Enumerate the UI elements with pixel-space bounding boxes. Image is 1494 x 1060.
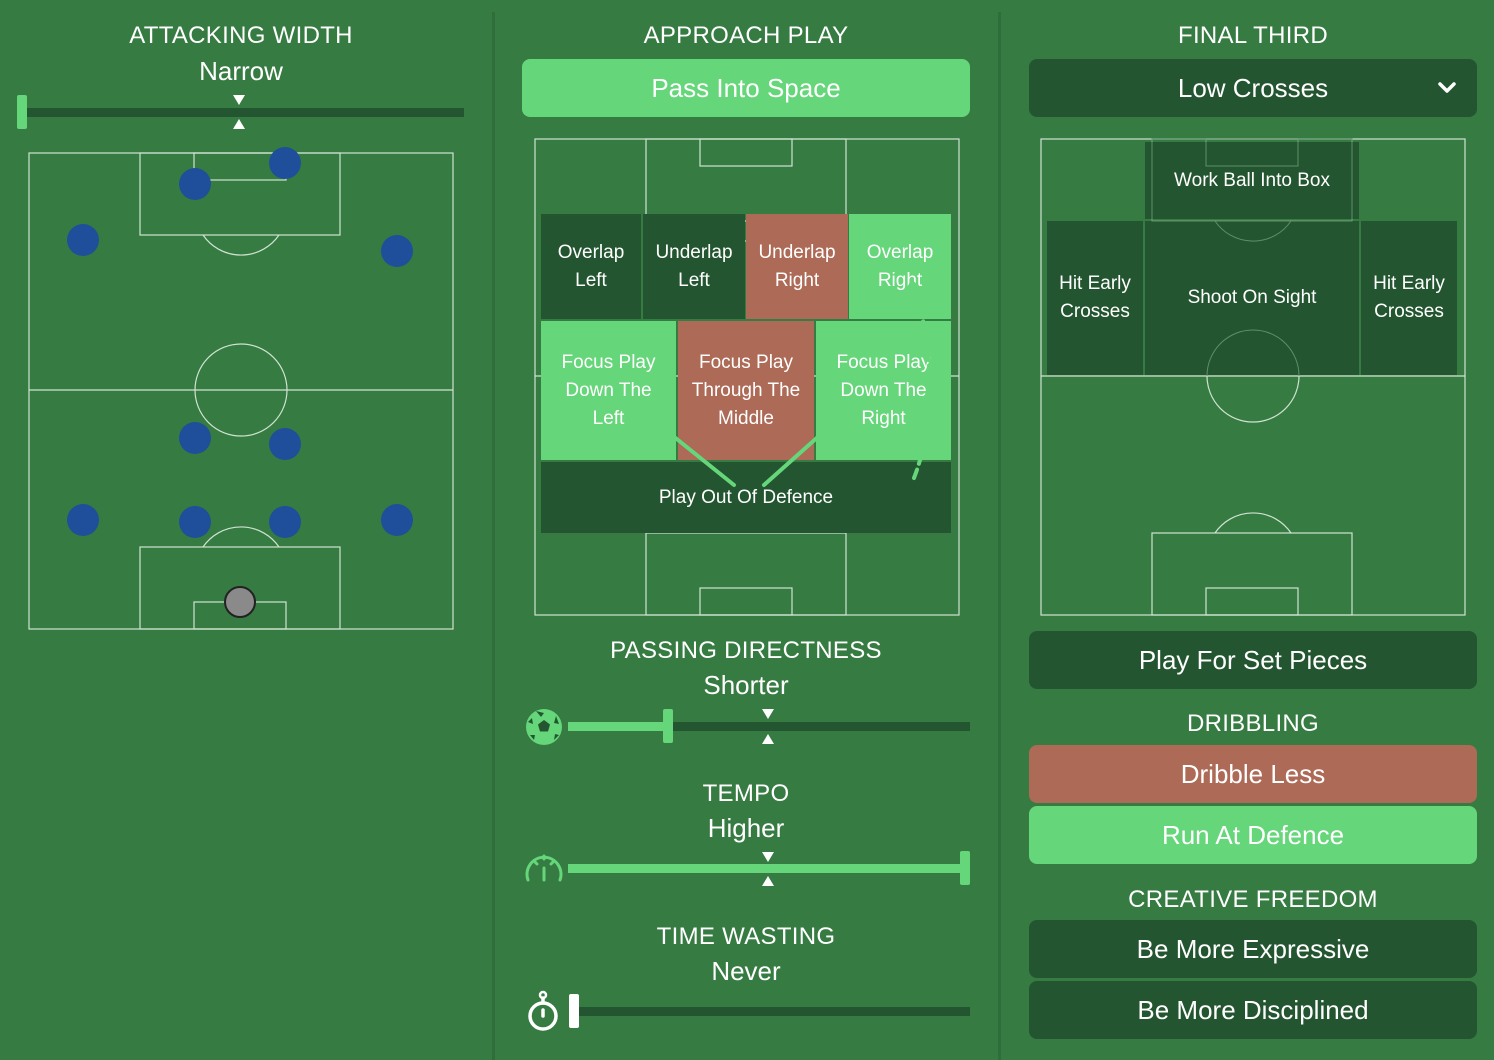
- chevron-down-icon: [1438, 82, 1456, 93]
- attacking-width-value: Narrow: [199, 56, 283, 86]
- tempo-default-marker-bottom: [762, 876, 774, 886]
- time-wasting-track[interactable]: [575, 1007, 970, 1016]
- time-wasting-heading: TIME WASTING: [656, 923, 836, 950]
- player-goalkeeper[interactable]: [223, 585, 257, 619]
- player-centre-back-left[interactable]: [178, 505, 212, 539]
- play-for-set-pieces-button[interactable]: Play For Set Pieces: [1029, 631, 1477, 689]
- final-third-dropdown[interactable]: Low Crosses: [1029, 59, 1477, 117]
- player-left-winger[interactable]: [66, 223, 100, 257]
- creative-freedom-heading: CREATIVE FREEDOM: [1128, 886, 1378, 913]
- player-centre-back-right[interactable]: [268, 505, 302, 539]
- approach-zone-focus-middle-label: Focus Play Through The Middle: [691, 351, 801, 429]
- passing-directness-heading: PASSING DIRECTNESS: [610, 637, 882, 664]
- passing-directness-value: Shorter: [703, 670, 789, 700]
- be-more-disciplined-button[interactable]: Be More Disciplined: [1029, 981, 1477, 1039]
- approach-zone-play-out-label: Play Out Of Defence: [658, 486, 834, 508]
- attacking-width-default-marker-top: [233, 95, 245, 105]
- speedometer-icon: [525, 854, 563, 882]
- attacking-width-handle[interactable]: [17, 95, 27, 129]
- tempo-handle[interactable]: [960, 851, 970, 885]
- final-third-heading: FINAL THIRD: [1178, 22, 1328, 49]
- tempo-heading: TEMPO: [702, 780, 790, 807]
- player-central-mid-left[interactable]: [178, 421, 212, 455]
- player-central-mid-right[interactable]: [268, 427, 302, 461]
- column-divider-left: [492, 12, 495, 1060]
- player-striker-left[interactable]: [178, 167, 212, 201]
- column-divider-right: [998, 12, 1001, 1060]
- approach-zone-underlap-right[interactable]: Underlap Right: [746, 214, 848, 319]
- approach-zone-underlap-left-label: Underlap Left: [655, 241, 733, 291]
- tempo-value: Higher: [707, 813, 785, 843]
- approach-zone-focus-right-label: Focus Play Down The Right: [836, 351, 931, 429]
- attacking-width-track[interactable]: [22, 108, 464, 117]
- approach-zone-overlap-left[interactable]: Overlap Left: [541, 214, 641, 319]
- approach-zone-underlap-left[interactable]: Underlap Left: [643, 214, 745, 319]
- final-third-selected-label: Low Crosses: [1177, 72, 1329, 103]
- football-icon: [526, 709, 562, 745]
- approach-zone-overlap-right[interactable]: Overlap Right: [849, 214, 951, 319]
- dribbling-heading: DRIBBLING: [1186, 710, 1320, 737]
- approach-zone-underlap-right-label: Underlap Right: [758, 241, 836, 291]
- attacking-width-heading: ATTACKING WIDTH: [129, 22, 353, 49]
- attacking-width-default-marker-bottom: [233, 119, 245, 129]
- approach-play-heading: APPROACH PLAY: [643, 22, 849, 49]
- approach-zone-play-out[interactable]: Play Out Of Defence: [541, 462, 951, 533]
- tempo-default-marker-top: [762, 852, 774, 862]
- final-zone-work-ball-label: Work Ball Into Box: [1174, 169, 1330, 191]
- final-zone-hit-early-right-label: Hit Early Crosses: [1373, 273, 1445, 322]
- final-zone-shoot-label: Shoot On Sight: [1187, 287, 1317, 308]
- final-zone-hit-early-left[interactable]: Hit Early Crosses: [1047, 221, 1143, 375]
- passing-directness-default-marker-top: [762, 709, 774, 719]
- passing-directness-fill: [568, 722, 668, 731]
- approach-zone-overlap-left-label: Overlap Left: [557, 241, 625, 291]
- approach-zone-focus-middle[interactable]: Focus Play Through The Middle: [678, 321, 814, 460]
- final-zone-shoot[interactable]: Shoot On Sight: [1145, 221, 1359, 375]
- player-striker-right[interactable]: [268, 146, 302, 180]
- passing-directness-track[interactable]: [568, 722, 970, 731]
- approach-zone-focus-left-label: Focus Play Down The Left: [561, 351, 656, 429]
- formation-pitch: [28, 152, 454, 630]
- tempo-fill: [568, 864, 965, 873]
- time-wasting-value: Never: [711, 956, 781, 986]
- approach-zone-overlap-right-label: Overlap Right: [866, 241, 934, 291]
- player-left-back[interactable]: [66, 503, 100, 537]
- passing-directness-default-marker-bottom: [762, 734, 774, 744]
- be-more-expressive-button[interactable]: Be More Expressive: [1029, 920, 1477, 978]
- final-zone-hit-early-right[interactable]: Hit Early Crosses: [1361, 221, 1457, 375]
- player-right-back[interactable]: [380, 503, 414, 537]
- approach-zone-focus-right[interactable]: Focus Play Down The Right: [816, 321, 951, 460]
- dribble-less-button[interactable]: Dribble Less: [1029, 745, 1477, 803]
- time-wasting-handle[interactable]: [569, 994, 579, 1028]
- run-at-defence-button[interactable]: Run At Defence: [1029, 806, 1477, 864]
- player-right-winger[interactable]: [380, 234, 414, 268]
- approach-play-selected-button[interactable]: Pass Into Space: [522, 59, 970, 117]
- approach-zone-focus-left[interactable]: Focus Play Down The Left: [541, 321, 676, 460]
- final-zone-work-ball[interactable]: Work Ball Into Box: [1145, 142, 1359, 219]
- passing-directness-handle[interactable]: [663, 709, 673, 743]
- stopwatch-icon: [528, 990, 558, 1031]
- final-zone-hit-early-left-label: Hit Early Crosses: [1059, 273, 1131, 322]
